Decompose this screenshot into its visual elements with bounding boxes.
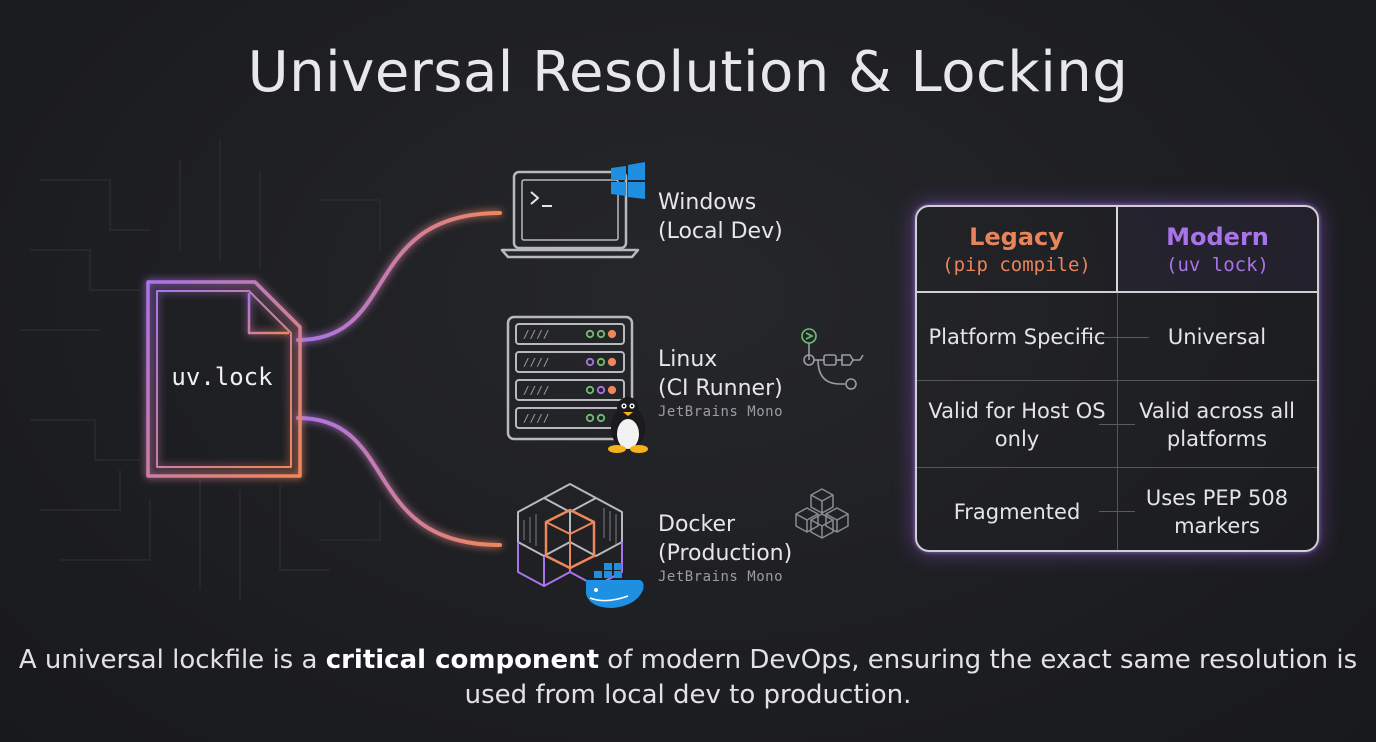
- docker-whale-icon: [586, 563, 644, 608]
- row-connector: [1099, 511, 1135, 512]
- legacy-cell: Platform Specific: [928, 324, 1106, 349]
- legacy-cell: Fragmented: [953, 499, 1081, 524]
- row-connector: [1085, 337, 1149, 338]
- connector-to-windows: [296, 211, 502, 342]
- target-windows-role: (Local Dev): [658, 219, 783, 244]
- target-windows: Windows (Local Dev): [658, 188, 783, 246]
- target-linux-name: Linux: [658, 347, 718, 372]
- server-slots: //// //// //// ////: [523, 328, 550, 425]
- connector-to-docker: [296, 416, 502, 547]
- modern-title: Modern: [1166, 223, 1269, 251]
- laptop-terminal-icon: [500, 170, 640, 259]
- cubes-icon: [795, 488, 849, 539]
- caption: A universal lockfile is a critical compo…: [0, 643, 1376, 713]
- legacy-subtitle: (pip compile): [942, 254, 1091, 276]
- table-row: Platform Specific Universal: [917, 293, 1317, 380]
- connector-lines: [296, 211, 502, 547]
- table-row: Fragmented Uses PEP 508 markers: [917, 467, 1317, 550]
- legacy-title: Legacy: [969, 223, 1064, 251]
- page-title: Universal Resolution & Locking: [247, 40, 1129, 105]
- tux-penguin-icon: [608, 397, 648, 453]
- lockfile-label: uv.lock: [171, 363, 273, 391]
- target-docker-name: Docker: [658, 512, 736, 537]
- target-linux-font-note: JetBrains Mono: [658, 404, 784, 420]
- target-docker: Docker (Production): [658, 510, 792, 568]
- modern-header: Modern (uv lock): [1118, 207, 1317, 293]
- windows-logo-icon: [611, 162, 645, 199]
- header-divider: [917, 291, 1317, 293]
- file-icon: [146, 280, 302, 478]
- target-docker-role: (Production): [658, 541, 793, 566]
- comparison-table: Legacy (pip compile) Modern (uv lock) Pl…: [915, 205, 1319, 552]
- target-windows-name: Windows: [658, 190, 757, 215]
- caption-emphasis: critical component: [325, 645, 600, 675]
- server-status-leds: [585, 329, 617, 423]
- legacy-cell: Valid for Host OS only: [928, 398, 1106, 451]
- modern-cell: Universal: [1167, 324, 1267, 349]
- column-divider: [1117, 293, 1118, 550]
- svg-text:////: ////: [523, 412, 550, 425]
- modern-cell: Uses PEP 508 markers: [1145, 485, 1289, 538]
- circuit-traces-background: [20, 140, 381, 600]
- target-docker-font-note: JetBrains Mono: [658, 569, 784, 585]
- git-pipeline-icon: [801, 328, 864, 390]
- legacy-header: Legacy (pip compile): [917, 207, 1118, 293]
- svg-text:////: ////: [523, 384, 550, 397]
- target-linux-role: (CI Runner): [658, 376, 783, 401]
- target-linux: Linux (CI Runner): [658, 345, 783, 403]
- svg-text:////: ////: [523, 328, 550, 341]
- container-stack-icon: [517, 483, 623, 587]
- caption-text-before: A universal lockfile is a: [18, 645, 326, 675]
- caption-text-after: of modern DevOps, ensuring the exact sam…: [464, 645, 1358, 710]
- svg-text:////: ////: [523, 356, 550, 369]
- row-connector: [1099, 424, 1135, 425]
- table-row: Valid for Host OS only Valid across all …: [917, 380, 1317, 468]
- modern-cell: Valid across all platforms: [1139, 398, 1295, 451]
- modern-subtitle: (uv lock): [1166, 254, 1269, 276]
